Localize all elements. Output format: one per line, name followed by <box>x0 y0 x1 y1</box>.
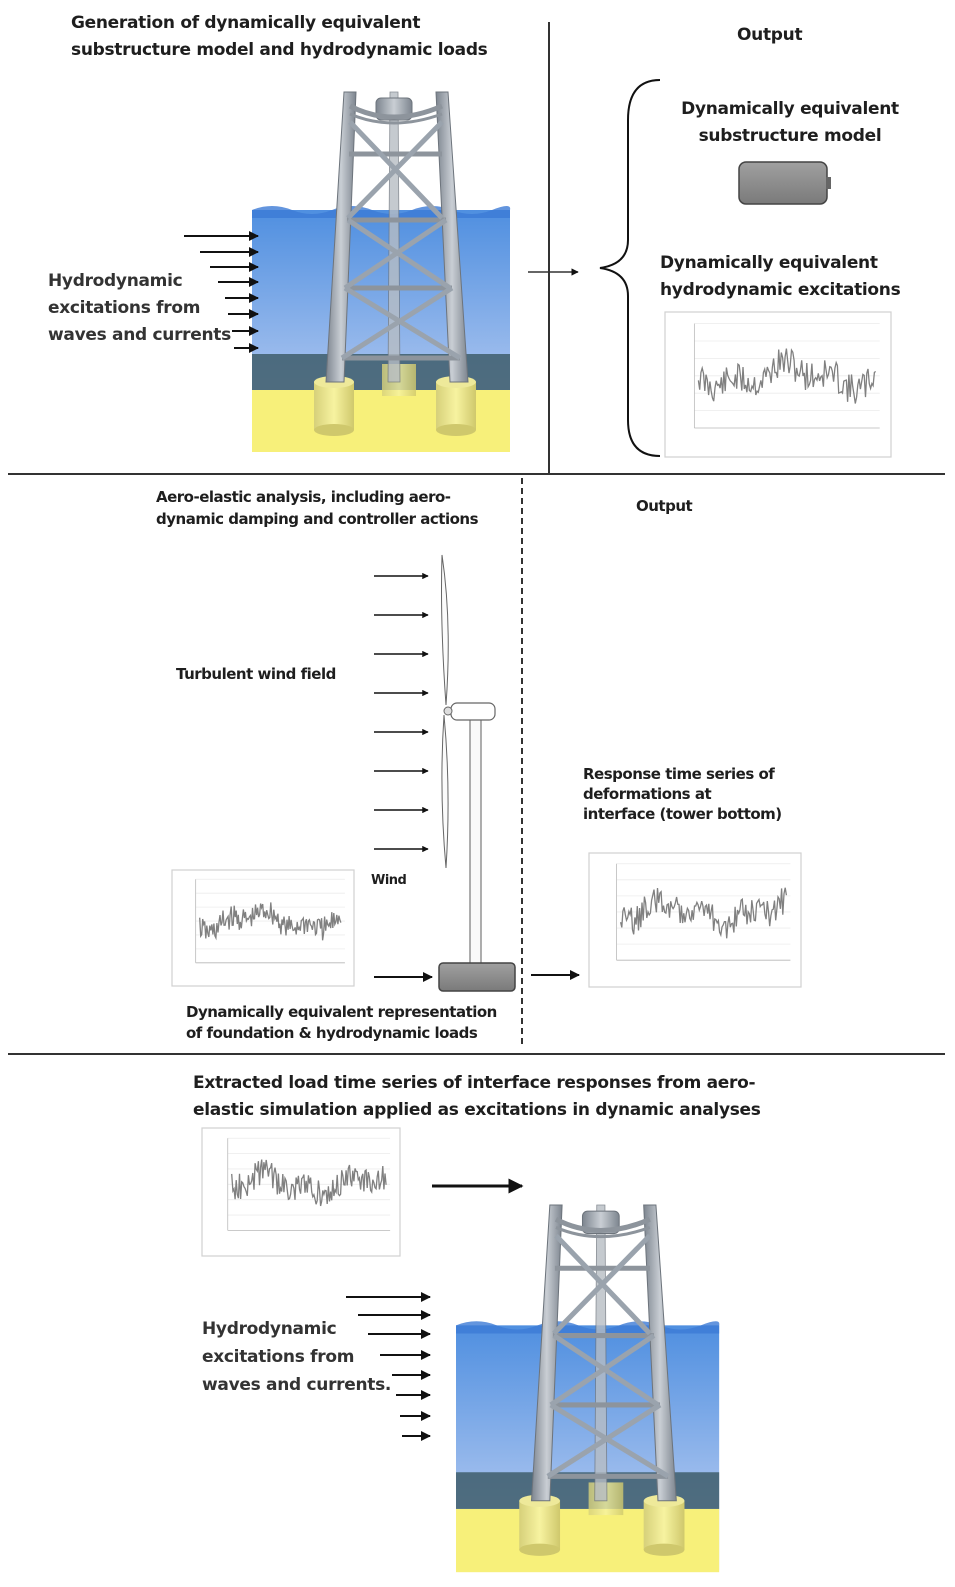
thumbnail-signal-line <box>199 902 342 941</box>
section1-heading-line1: Generation of dynamically equivalent <box>71 13 421 33</box>
hydrodynamic-excitations-title: Dynamically equivalent hydrodynamic exci… <box>660 250 901 304</box>
section3-heading-line1: Extracted load time series of interface … <box>193 1073 756 1093</box>
hydrodynamic-excitations-title-line1: Dynamically equivalent <box>660 253 878 273</box>
section3-heading-line2: elastic simulation applied as excitation… <box>193 1100 761 1120</box>
wave-arrows-top <box>184 231 259 353</box>
response-line1: Response time series of <box>583 765 775 783</box>
jacket-structure-top <box>252 92 510 452</box>
turbulent-wind-field-label: Turbulent wind field <box>176 665 336 683</box>
thumbnail-frame <box>664 311 892 458</box>
foundation-representation-label: Dynamically equivalent representation of… <box>186 1002 497 1044</box>
timeseries-thumbnail-3 <box>588 852 802 988</box>
section1-heading: Generation of dynamically equivalent sub… <box>71 10 488 64</box>
response-line3: interface (tower bottom) <box>583 805 782 823</box>
section2-output-label: Output <box>636 497 693 515</box>
thumbnail-signal-line <box>697 348 877 404</box>
section1-heading-line2: substructure model and hydrodynamic load… <box>71 40 488 60</box>
substructure-model-block <box>738 161 831 205</box>
section3-heading: Extracted load time series of interface … <box>193 1070 761 1124</box>
section3-excitation-line1: Hydrodynamic <box>202 1319 337 1339</box>
output-bracket <box>599 79 661 457</box>
substructure-model-title: Dynamically equivalent substructure mode… <box>670 96 910 150</box>
substructure-model-title-line2: substructure model <box>698 126 882 146</box>
thumbnail-frame <box>588 852 802 988</box>
thumbnail-signal-line <box>619 887 788 939</box>
section1-excitation-line3: waves and currents <box>48 325 231 345</box>
timeseries-thumbnail-2 <box>171 869 355 987</box>
thumbnail-signal-line <box>231 1159 387 1207</box>
section1-output-label: Output <box>737 25 803 45</box>
foundation-line2: of foundation & hydrodynamic loads <box>186 1024 478 1042</box>
section2-heading: Aero-elastic analysis, including aero- d… <box>156 486 479 530</box>
thumbnail-frame <box>171 869 355 987</box>
wind-arrows <box>374 572 429 853</box>
foundation-block <box>438 962 516 992</box>
section1-excitation-line2: excitations from <box>48 298 201 318</box>
timeseries-thumbnail-1 <box>664 311 892 458</box>
substructure-model-title-line1: Dynamically equivalent <box>681 99 899 119</box>
section2-heading-line1: Aero-elastic analysis, including aero- <box>156 488 451 506</box>
wave-arrows-bottom <box>346 1292 431 1441</box>
jacket-structure-bottom <box>456 1205 719 1572</box>
section3-excitation-line3: waves and currents. <box>202 1375 392 1395</box>
section2-heading-line2: dynamic damping and controller actions <box>156 510 479 528</box>
wind-label: Wind <box>371 873 407 888</box>
section1-excitation-label: Hydrodynamic excitations from waves and … <box>48 268 231 349</box>
section1-excitation-line1: Hydrodynamic <box>48 271 183 291</box>
wind-turbine <box>441 554 496 967</box>
response-line2: deformations at <box>583 785 712 803</box>
hydrodynamic-excitations-title-line2: hydrodynamic excitations <box>660 280 901 300</box>
foundation-line1: Dynamically equivalent representation <box>186 1003 497 1021</box>
section3-excitation-label: Hydrodynamic excitations from waves and … <box>202 1315 391 1399</box>
timeseries-thumbnail-4 <box>201 1127 401 1257</box>
response-label: Response time series of deformations at … <box>583 764 782 824</box>
section3-excitation-line2: excitations from <box>202 1347 355 1367</box>
